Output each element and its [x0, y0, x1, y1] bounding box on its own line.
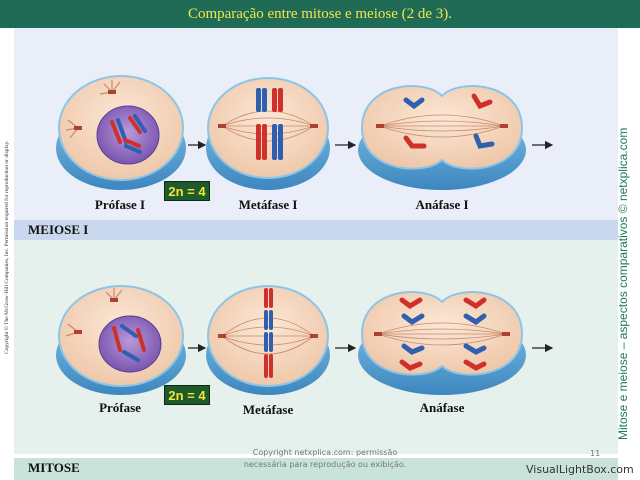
cell-prophase: [56, 285, 186, 395]
stage-label-prophase-i: Prófase I: [94, 197, 146, 212]
cell-anaphase-i: [358, 85, 526, 190]
header-bar: Comparação entre mitose e meiose (2 de 3…: [0, 0, 640, 28]
footer-line-1: Copyright netxplica.com: permissão: [252, 448, 398, 457]
cell-prophase-i: [56, 75, 186, 190]
ploidy-badge-mitosis: 2n = 4: [164, 385, 210, 405]
stage-label-prophase: Prófase: [99, 400, 141, 415]
watermark: VisualLightBox.com: [526, 463, 634, 476]
stage-label-anaphase-i: Anáfase I: [415, 197, 469, 212]
footer-copyright: Copyright netxplica.com: permissão neces…: [230, 447, 420, 471]
mitosis-band: [14, 458, 618, 480]
row-label-mitosis: MITOSE: [28, 460, 80, 475]
cell-metaphase: [206, 285, 330, 395]
stage-label-metaphase: Metáfase: [242, 402, 294, 417]
stage-label-metaphase-i: Metáfase I: [238, 197, 298, 212]
stage-label-anaphase: Anáfase: [419, 400, 465, 415]
slide-title: Comparação entre mitose e meiose (2 de 3…: [187, 5, 453, 22]
cell-metaphase-i: [206, 77, 330, 190]
publisher-copyright: Copyright © The McGraw-Hill Companies, I…: [4, 140, 10, 354]
cell-anaphase: [358, 291, 526, 395]
page-number: 11: [590, 449, 601, 458]
meiosis-band: [14, 220, 618, 240]
side-caption: Mitose e meiose – aspectos comparativos …: [616, 127, 630, 440]
ploidy-badge-meiosis: 2n = 4: [164, 181, 210, 201]
footer-line-2: necessária para reprodução ou exibição.: [243, 460, 407, 469]
row-label-meiosis: MEIOSE I: [28, 222, 89, 237]
